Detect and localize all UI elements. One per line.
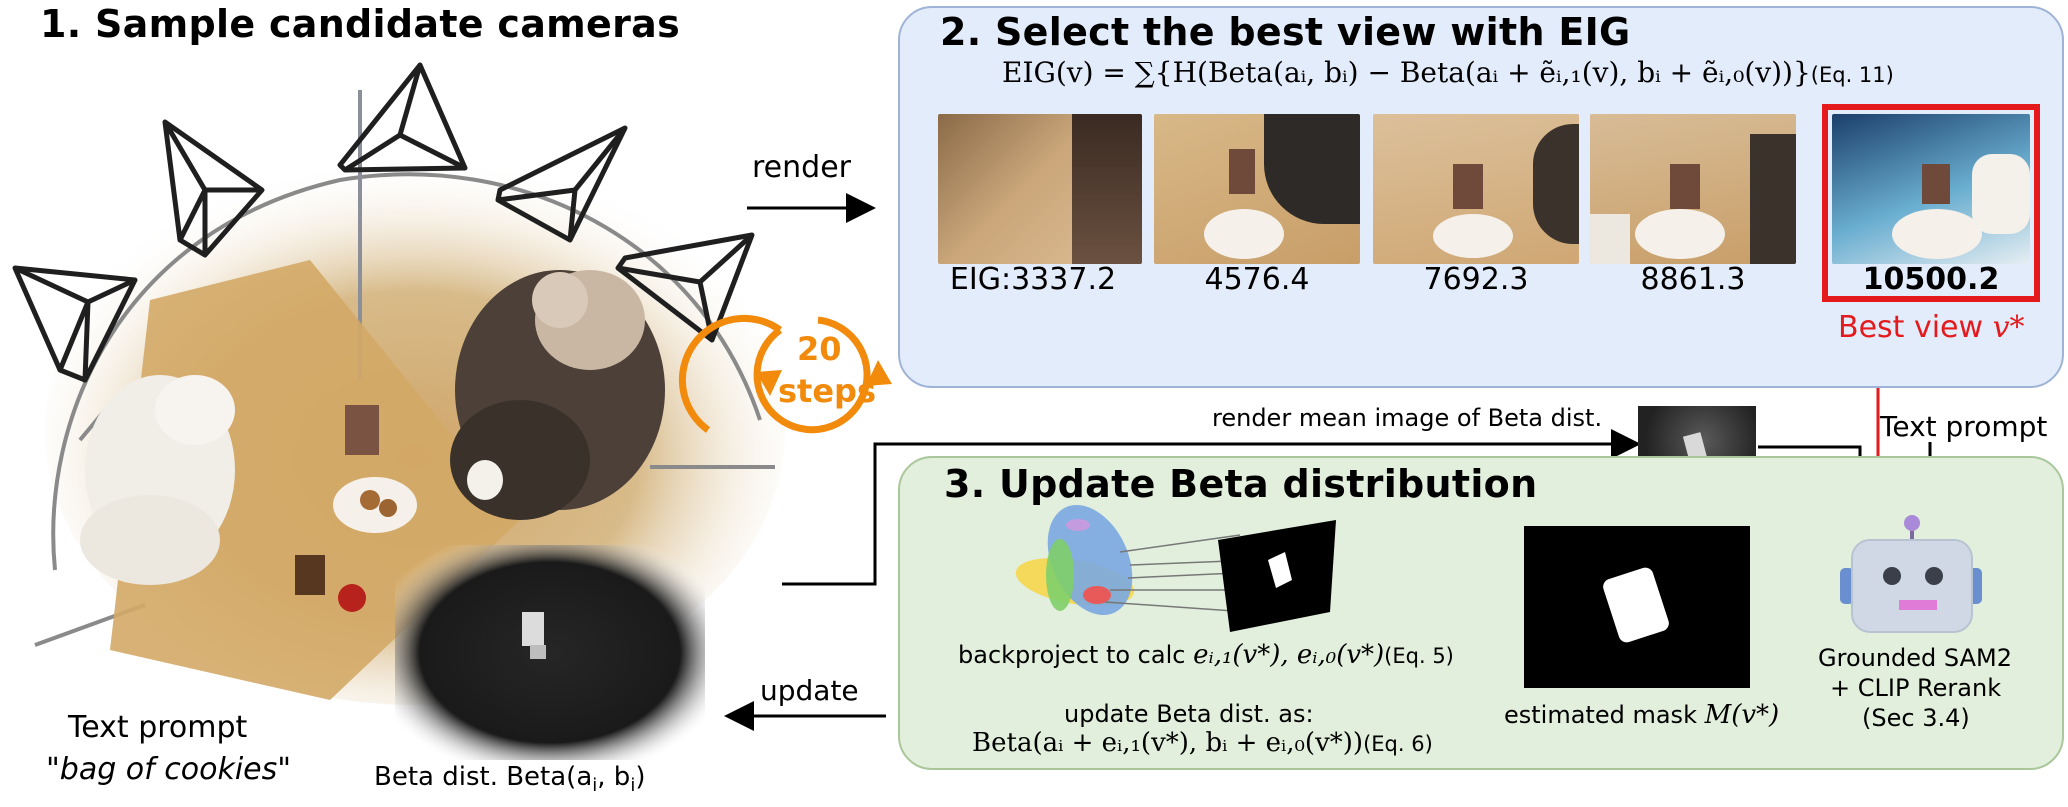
eig-value-2: 4576.4 [1204,262,1310,297]
candidate-view-3 [1373,114,1579,264]
bag-of-cookies [345,405,379,455]
text-prompt-value: "bag of cookies" [46,752,292,787]
step1-title: 1. Sample candidate cameras [40,2,681,46]
candidate-view-4 [1590,114,1796,264]
model-line-2: + CLIP Rerank [1830,674,2002,702]
best-view-image [1832,114,2030,264]
camera-frustum-icon [337,62,468,173]
candidate-view-2 [1154,114,1360,264]
loop-unit: steps [778,372,876,410]
update-label: update [760,674,859,707]
eig-value-3: 7692.3 [1423,262,1529,297]
beta-dist-label: Beta dist. Beta(ai, bi) [374,762,646,797]
best-view-frame [1822,104,2040,302]
model-line-1: Grounded SAM2 [1818,644,2012,672]
eig-value-1: EIG:3337.2 [949,262,1117,297]
model-line-3: (Sec 3.4) [1862,704,1970,732]
sheep-toy [80,375,235,585]
update-beta-label: update Beta dist. as: [1064,700,1314,728]
step2-title: 2. Select the best view with EIG [940,10,1631,54]
estimated-mask-image [1524,526,1750,688]
update-beta-equation: Beta(aᵢ + eᵢ,₁(v*), bᵢ + eᵢ,₀(v*))(Eq. 6… [972,728,1433,758]
text-prompt-label-right: Text prompt [1880,410,2048,443]
camera-frustum-icon [162,119,265,258]
step3-title: 3. Update Beta distribution [944,462,1538,506]
teddy-bear [450,270,665,520]
eig-value-best: 10500.2 [1862,262,2000,297]
render-mean-label: render mean image of Beta dist. [1212,404,1603,432]
camera-frustum-icon [495,125,628,243]
gaussian-ellipses-icon [1015,505,1135,615]
estimated-mask-label: estimated mask M(v*) [1504,700,1780,730]
camera-frustum-icon [12,265,138,383]
text-prompt-label: Text prompt [68,710,248,745]
candidate-view-1 [938,114,1142,264]
backproject-label: backproject to calc eᵢ,₁(v*), eᵢ,₀(v*)(E… [958,640,1454,670]
loop-count: 20 [797,330,842,368]
eig-equation: EIG(v) = ∑{H(Beta(aᵢ, bᵢ) − Beta(aᵢ + ẽᵢ… [1002,56,1894,89]
best-view-label: Best view v* [1838,310,2025,345]
render-mean-arrow [782,429,1641,586]
eig-value-4: 8861.3 [1640,262,1746,297]
render-label: render [752,150,851,185]
beta-dist-image [395,545,705,760]
